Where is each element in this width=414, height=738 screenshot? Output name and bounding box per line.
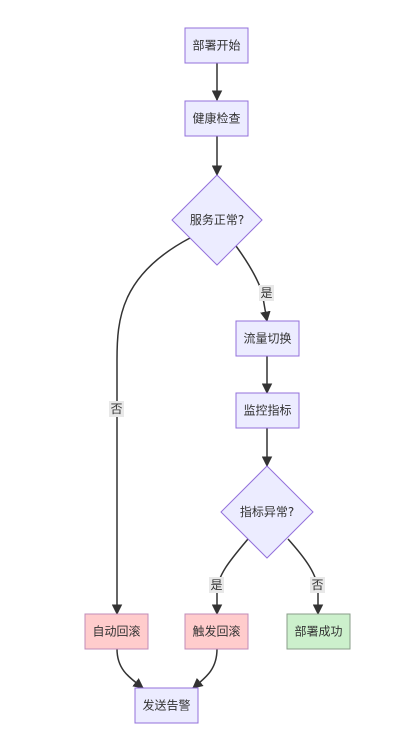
node-monitor-metrics: 监控指标 [235,392,300,429]
edge-trigger-rollback-to-alert [192,648,218,689]
node-auto-rollback: 自动回滚 [84,613,149,650]
node-label: 部署成功 [294,624,342,639]
edge-label-text: 是 [210,578,222,592]
edge-labels: 是 否 是 否 [109,285,325,593]
edge-label-text: 是 [260,286,272,300]
node-label: 发送告警 [142,698,190,713]
edges [111,63,324,689]
node-label: 触发回滚 [192,624,240,639]
node-service-ok: 服务正常? [171,174,263,266]
edge-auto-rollback-to-alert [116,648,144,689]
node-traffic-switch: 流量切换 [235,320,300,357]
node-deploy-success: 部署成功 [286,613,351,650]
node-label: 监控指标 [243,403,291,418]
edge-service-ok-yes [235,245,271,323]
edge-metrics-yes [211,538,249,616]
edge-label-service-ok-no: 否 [109,401,124,417]
node-trigger-rollback: 触发回滚 [184,613,249,650]
edge-label-service-ok-yes: 是 [259,285,274,301]
edge-label-metrics-yes: 是 [209,577,224,593]
node-label: 流量切换 [243,332,291,346]
node-label: 服务正常? [190,212,244,227]
node-label: 健康检查 [192,111,240,126]
node-health-check: 健康检查 [184,100,249,137]
node-label: 指标异常? [240,504,294,519]
node-metrics-abnormal: 指标异常? [220,465,314,559]
edge-label-metrics-no: 否 [310,577,325,593]
node-label: 部署开始 [192,38,240,53]
node-send-alert: 发送告警 [134,687,199,724]
edge-service-ok-no [111,237,191,616]
node-deploy-start: 部署开始 [184,27,249,64]
edge-label-text: 否 [110,402,122,416]
node-label: 自动回滚 [92,624,140,639]
edge-metrics-no [287,538,324,616]
nodes: 部署开始 健康检查 服务正常? 流量切换 监控指标 指标异常? 自动回滚 [84,27,351,724]
edge-label-text: 否 [311,578,323,592]
